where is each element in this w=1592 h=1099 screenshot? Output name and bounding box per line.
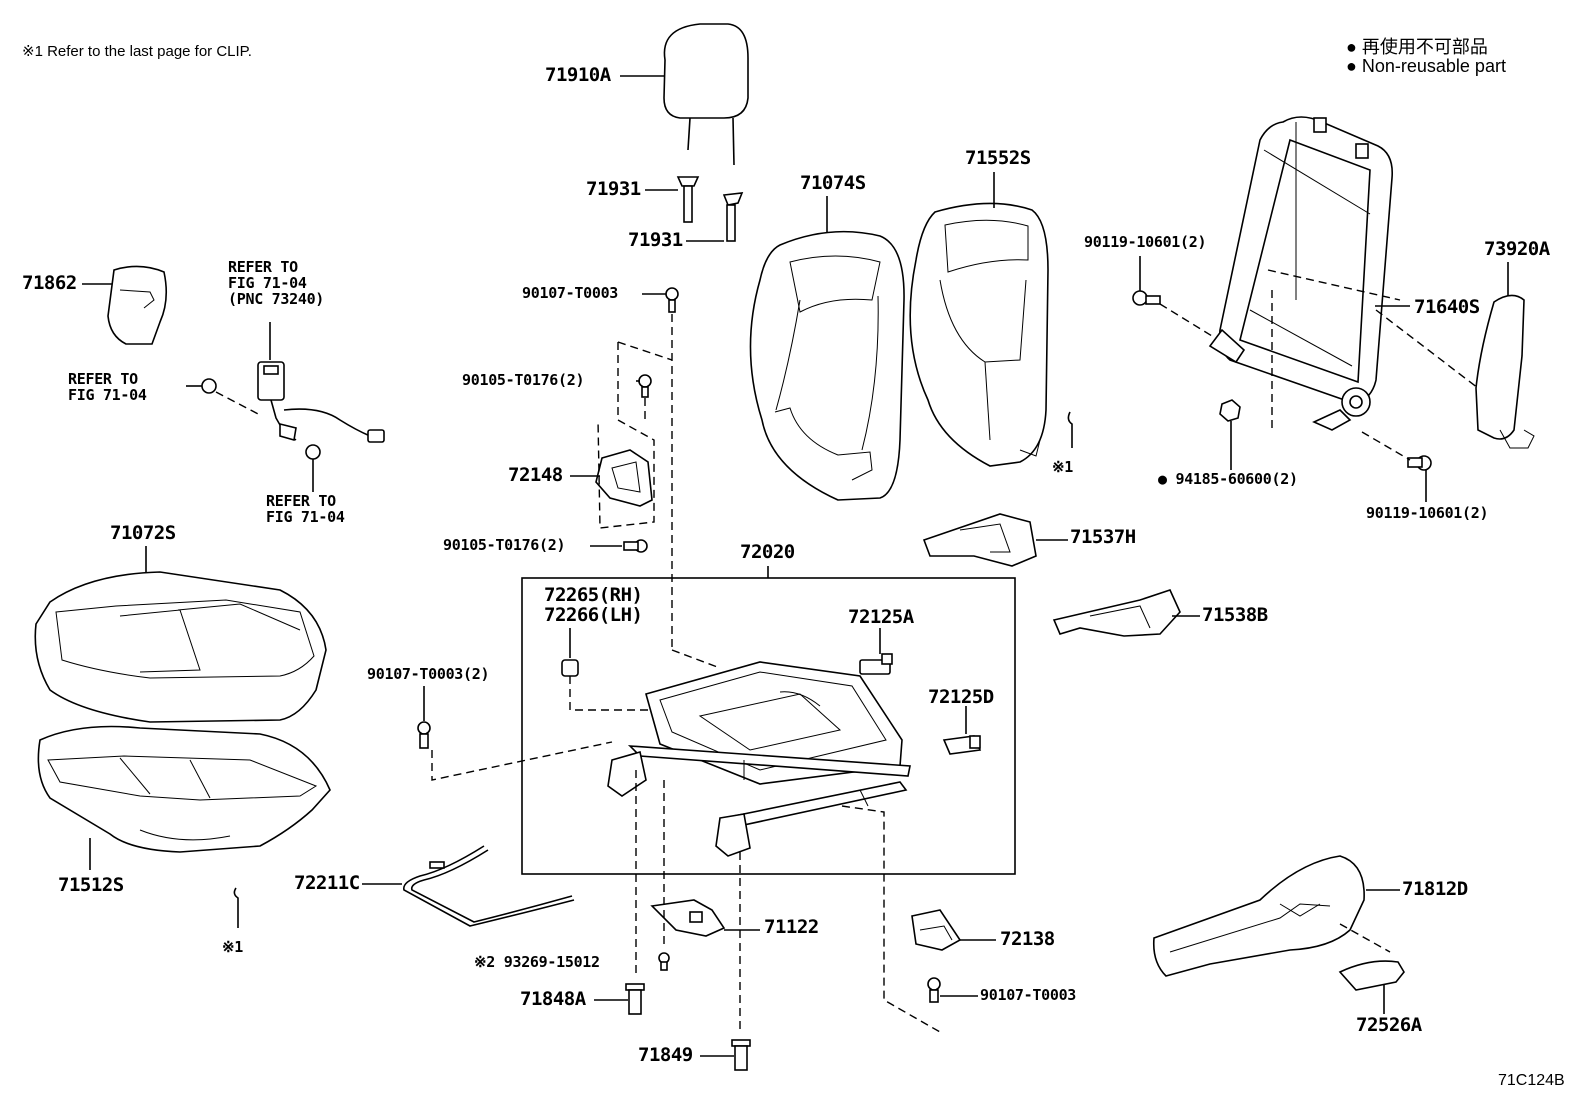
headrest-support-drawings <box>645 176 744 242</box>
part-label-71122[interactable]: 71122 <box>764 916 819 938</box>
cushion-pad-drawing <box>37 725 331 870</box>
part-label-94185[interactable]: ● 94185-60600(2) <box>1158 470 1298 488</box>
seatback-frame-drawing <box>1208 116 1410 431</box>
part-label-71072S[interactable]: 71072S <box>110 522 176 544</box>
leader-dash <box>617 341 673 361</box>
part-label-90107-pair[interactable]: 90107-T0003(2) <box>367 665 490 683</box>
nut-drawing <box>1219 399 1241 470</box>
reference-fig-71-04-bottom[interactable]: REFER TO FIG 71-04 <box>266 492 345 526</box>
part-label-90107-bottom[interactable]: 90107-T0003 <box>980 986 1077 1004</box>
part-label-71537H[interactable]: 71537H <box>1070 526 1136 548</box>
clip-72265-drawing <box>561 628 648 711</box>
clip-reference-note: ※1 Refer to the last page for CLIP. <box>22 43 252 60</box>
bolt-drawing <box>927 977 978 1003</box>
bolt-drawing <box>658 952 670 971</box>
part-label-90105-upper[interactable]: 90105-T0176(2) <box>462 371 585 389</box>
part-label-93269[interactable]: ※2 93269-15012 <box>474 953 600 971</box>
cover-72526A-drawing <box>1338 960 1405 1014</box>
bracket-71122-drawing <box>650 899 760 937</box>
headrest-drawing <box>620 23 749 166</box>
seatback-pad-drawing <box>909 172 1049 467</box>
part-label-90107-top[interactable]: 90107-T0003 <box>522 284 619 302</box>
part-label-71848A[interactable]: 71848A <box>520 988 586 1010</box>
clip-ref-seatback: ※1 <box>1052 458 1073 476</box>
reference-seatbelt[interactable]: REFER TO FIG 71-04 (PNC 73240) <box>228 258 325 308</box>
nut-drawing <box>305 444 321 492</box>
part-label-90105-lower[interactable]: 90105-T0176(2) <box>443 536 566 554</box>
part-label-72148[interactable]: 72148 <box>508 464 563 486</box>
part-label-71849[interactable]: 71849 <box>638 1044 693 1066</box>
connector-72125D-drawing <box>942 706 982 755</box>
part-label-71931[interactable]: 71931 <box>586 178 641 200</box>
part-label-71862[interactable]: 71862 <box>22 272 77 294</box>
cover-71537H-drawing <box>922 513 1068 567</box>
bolt-drawing <box>186 378 263 417</box>
part-label-71552S[interactable]: 71552S <box>965 147 1031 169</box>
part-label-72526A[interactable]: 72526A <box>1356 1014 1422 1036</box>
part-label-73920A[interactable]: 73920A <box>1484 238 1550 260</box>
part-label-72211C[interactable]: 72211C <box>294 872 360 894</box>
wire-72211C-drawing <box>362 845 575 927</box>
part-label-72266[interactable]: 72266(LH) <box>544 604 643 626</box>
bolt-drawing <box>636 374 652 424</box>
leader-dash <box>671 649 721 669</box>
part-label-72125D[interactable]: 72125D <box>928 686 994 708</box>
part-label-71910A[interactable]: 71910A <box>545 64 611 86</box>
part-label-71074S[interactable]: 71074S <box>800 172 866 194</box>
bracket-72138-drawing <box>911 909 996 951</box>
leader-dash <box>1267 269 1401 301</box>
clip-ref-cushion: ※1 <box>222 938 243 956</box>
part-label-71640S[interactable]: 71640S <box>1414 296 1480 318</box>
bolt-drawing <box>417 686 613 781</box>
seatback-cover-drawing <box>749 196 905 501</box>
cover-71862-drawing <box>82 265 168 345</box>
clip-hook-drawing <box>1067 411 1073 448</box>
side-shield-71812D-drawing <box>1152 855 1400 977</box>
connector-72125A-drawing <box>859 628 893 675</box>
legend-non-reusable-en: ● Non-reusable part <box>1346 56 1506 76</box>
part-label-72265[interactable]: 72265(RH) <box>544 584 643 606</box>
part-label-71538B[interactable]: 71538B <box>1202 604 1268 626</box>
bolt-drawing <box>642 287 679 650</box>
seatbelt-buckle-drawing <box>257 322 385 443</box>
figure-code: 71C124B <box>1498 1072 1565 1089</box>
pin-71848A-drawing <box>594 983 645 1015</box>
part-label-71931-lower[interactable]: 71931 <box>628 229 683 251</box>
cover-71538B-drawing <box>1052 589 1200 637</box>
reference-fig-71-04-left[interactable]: REFER TO FIG 71-04 <box>68 370 147 404</box>
part-label-71512S[interactable]: 71512S <box>58 874 124 896</box>
pin-71849-drawing <box>700 1039 751 1071</box>
bolt-drawing <box>590 539 648 553</box>
leader-dash <box>597 342 655 529</box>
part-label-90119-lower[interactable]: 90119-10601(2) <box>1366 504 1489 522</box>
part-label-72020[interactable]: 72020 <box>740 541 795 563</box>
part-label-72125A[interactable]: 72125A <box>848 606 914 628</box>
legend-non-reusable-jp: ● 再使用不可部品 <box>1346 37 1488 57</box>
clip-hook-drawing <box>233 887 239 928</box>
bolt-drawing <box>1361 431 1432 502</box>
part-label-90119-upper[interactable]: 90119-10601(2) <box>1084 233 1207 251</box>
part-label-72138[interactable]: 72138 <box>1000 928 1055 950</box>
cushion-cover-drawing <box>34 546 327 723</box>
side-cover-drawing <box>1375 262 1535 449</box>
part-label-71812D[interactable]: 71812D <box>1402 878 1468 900</box>
bolt-drawing <box>1132 256 1213 337</box>
bracket-72148-drawing <box>570 449 653 507</box>
leader-dash <box>841 805 941 1033</box>
seat-adjuster-drawing <box>607 661 911 857</box>
